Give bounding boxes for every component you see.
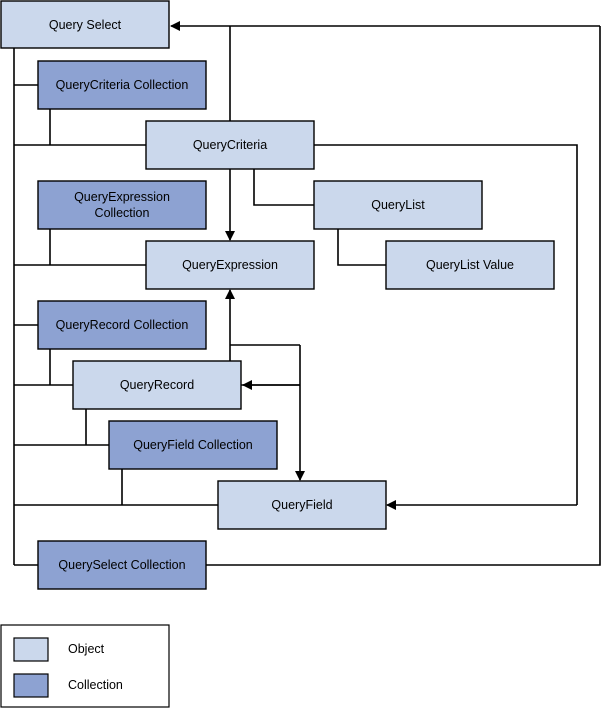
queryrecord-collection-label: QueryRecord Collection [56, 318, 189, 332]
node-queryrecord-collection: QueryRecord Collection [37, 300, 207, 350]
querycriteria-collection-label: QueryCriteria Collection [56, 78, 189, 92]
node-queryexpression: QueryExpression [145, 240, 315, 290]
querycriteria-label: QueryCriteria [193, 138, 267, 152]
querylist-value-label: QueryList Value [426, 258, 514, 272]
legend: Object Collection [0, 624, 170, 708]
querylist-to-querylist-value [337, 229, 386, 266]
queryexpression-collection-label-2: Collection [95, 206, 150, 220]
queryexpression-box [145, 240, 315, 290]
legend-object-label: Object [68, 642, 105, 656]
node-queryfield-collection: QueryField Collection [108, 420, 278, 470]
node-querycriteria: QueryCriteria [145, 120, 315, 170]
querycriteria-box [145, 120, 315, 170]
node-queryfield: QueryField [217, 480, 387, 530]
node-queryselect-collection: QuerySelect Collection [37, 540, 207, 590]
query-select-box [0, 0, 170, 49]
queryexpression-collection-box [37, 180, 207, 230]
queryfield-collection-label: QueryField Collection [133, 438, 253, 452]
node-queryrecord: QueryRecord [72, 360, 242, 410]
node-querycriteria-collection: QueryCriteria Collection [37, 60, 207, 110]
connector-lines [13, 21, 601, 566]
queryselect-collection-loop [206, 26, 601, 566]
node-querylist: QueryList [313, 180, 483, 230]
querylist-box [313, 180, 483, 230]
queryrecord-box [72, 360, 242, 410]
querylist-label: QueryList [371, 198, 425, 212]
legend-object-swatch [13, 637, 49, 662]
queryselect-collection-box [37, 540, 207, 590]
query-select-label: Query Select [49, 18, 122, 32]
queryrecord-collection-box [37, 300, 207, 350]
node-querylist-value: QueryList Value [385, 240, 555, 290]
queryselect-collection-label: QuerySelect Collection [58, 558, 185, 572]
queryrecord-label: QueryRecord [120, 378, 194, 392]
legend-collection-label: Collection [68, 678, 123, 692]
queryexpression-label: QueryExpression [182, 258, 278, 272]
node-query-select: Query Select [0, 0, 170, 49]
node-queryexpression-collection: QueryExpression Collection [37, 180, 207, 230]
querylist-value-box [385, 240, 555, 290]
queryfield-collection-box [108, 420, 278, 470]
querycriteria-to-queryfield-route [314, 144, 578, 505]
legend-collection-swatch [13, 673, 49, 698]
queryfield-label: QueryField [271, 498, 332, 512]
querycriteria-collection-box [37, 60, 207, 110]
queryexpression-collection-label-1: QueryExpression [74, 190, 170, 204]
queryfield-box [217, 480, 387, 530]
querycriteria-to-querylist [253, 169, 314, 206]
